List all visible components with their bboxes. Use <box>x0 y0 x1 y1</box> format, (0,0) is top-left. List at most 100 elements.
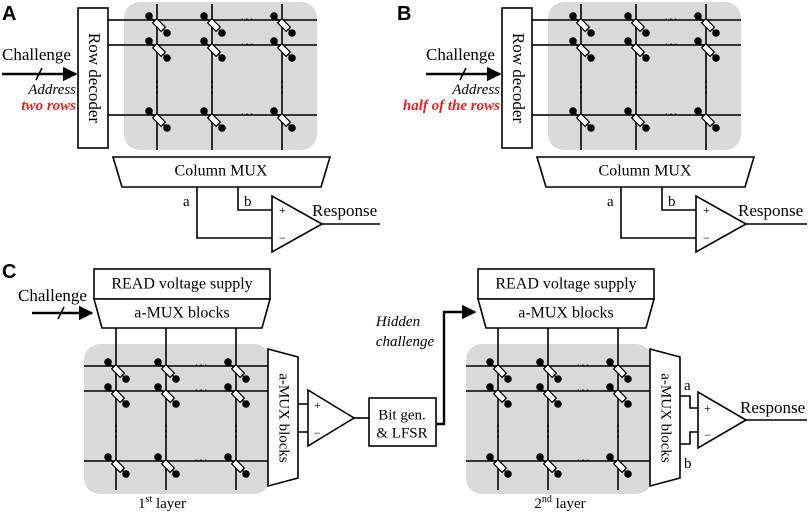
memristor-cell <box>200 37 226 62</box>
panel-c-amux-side-1-label: a-MUX blocks <box>276 373 292 463</box>
memristor-cell <box>270 12 296 37</box>
memristor-cell <box>694 12 720 37</box>
panel-c-response-label: Response <box>740 398 805 417</box>
panel-c-amux-side-1 <box>267 347 299 488</box>
panel-b-address-rows: half of the rows <box>403 98 500 114</box>
panel-a-comparator-minus: − <box>279 231 286 245</box>
panel-a-crossbar-array <box>124 2 317 150</box>
memristor-cell <box>270 107 296 132</box>
memristor-cell <box>536 358 562 383</box>
panel-a-column-mux-label: Column MUX <box>175 163 268 180</box>
panel-b-column-mux <box>535 156 756 188</box>
panel-b-input-b: b <box>668 194 676 210</box>
panel-b-input-a: a <box>607 194 614 210</box>
memristor-cell <box>224 453 250 478</box>
memristor-cell <box>154 453 180 478</box>
memristor-cell <box>569 12 595 37</box>
ellipsis-horizontal: ··· <box>194 359 208 374</box>
panel-c-comparator-1-plus: + <box>314 398 321 412</box>
panel-a-address-label: Address <box>27 82 76 98</box>
memristor-cell <box>624 12 650 37</box>
ellipsis-horizontal: ··· <box>194 384 208 399</box>
memristor-cell <box>154 383 180 408</box>
memristor-cell <box>606 383 632 408</box>
panel-b-row-decoder-label: Row decoder <box>509 33 528 124</box>
panel-b-label: B <box>397 3 411 25</box>
panel-a-comparator-plus: + <box>279 203 286 217</box>
panel-a-row-decoder-label: Row decoder <box>85 33 104 124</box>
panel-c-comparator-2-minus: − <box>704 428 711 442</box>
ellipsis-horizontal: ··· <box>664 108 678 123</box>
memristor-cell <box>145 12 171 37</box>
ellipsis-vertical: ⋮ <box>158 423 174 440</box>
panel-c-layer1-cells: ·········⋮⋮⋮ <box>84 328 268 490</box>
memristor-cell <box>145 37 171 62</box>
ellipsis-vertical: ⋮ <box>698 79 714 96</box>
panel-c-comparator-1 <box>307 388 356 448</box>
panel-b-column-mux-label: Column MUX <box>599 163 692 180</box>
memristor-cell <box>569 107 595 132</box>
panel-c: C ·········⋮⋮⋮ READ voltage supply a-MUX… <box>2 261 807 512</box>
panel-a-challenge-label: Challenge <box>2 45 71 64</box>
memristor-cell <box>104 383 130 408</box>
panel-c-layer2-label: 2nd layer <box>534 494 585 512</box>
panel-b-row-decoder <box>501 7 533 149</box>
memristor-cell <box>154 358 180 383</box>
panel-a-input-b: b <box>244 194 252 210</box>
memristor-cell <box>486 383 512 408</box>
ellipsis-vertical: ⋮ <box>610 423 626 440</box>
ellipsis-horizontal: ··· <box>576 454 590 469</box>
panel-b-crossbar-cells: ·········⋮⋮⋮ <box>548 4 741 150</box>
ellipsis-vertical: ⋮ <box>108 423 124 440</box>
memristor-cell <box>104 358 130 383</box>
panel-b-crossbar-array <box>548 2 741 150</box>
panel-c-hidden-line1: Hidden <box>375 314 420 330</box>
panel-b-comparator <box>695 194 748 254</box>
ellipsis-horizontal: ··· <box>240 38 254 53</box>
panel-c-input-a: a <box>684 378 691 394</box>
ellipsis-horizontal: ··· <box>576 359 590 374</box>
memristor-cell <box>624 107 650 132</box>
memristor-cell <box>200 12 226 37</box>
memristor-cell <box>270 37 296 62</box>
panel-c-hidden-line2: challenge <box>376 334 435 350</box>
panel-a-input-a: a <box>183 194 190 210</box>
panel-c-hidden-challenge-arrow <box>436 304 477 426</box>
panel-c-amux-top-2 <box>476 298 656 329</box>
panel-b: B ·········⋮⋮⋮ Row decoder Challenge Add… <box>397 2 807 254</box>
ellipsis-horizontal: ··· <box>240 13 254 28</box>
ellipsis-vertical: ⋮ <box>540 423 556 440</box>
ellipsis-horizontal: ··· <box>664 13 678 28</box>
memristor-cell <box>224 358 250 383</box>
panel-a-address-rows: two rows <box>21 98 76 114</box>
panel-c-input-b: b <box>684 456 692 472</box>
panel-c-read-supply-2-label: READ voltage supply <box>495 276 636 293</box>
panel-a: A ··· ··· ··· ⋮ ⋮ ⋮ Row decoder Challenge Add… <box>2 2 380 254</box>
panel-c-layer1-array <box>84 344 270 494</box>
panel-b-response-label: Response <box>738 201 803 220</box>
panel-c-read-supply-1 <box>93 268 271 300</box>
memristor-cell <box>624 37 650 62</box>
ellipsis-horizontal: ··· <box>664 38 678 53</box>
memristor-cell <box>486 453 512 478</box>
ellipsis-horizontal: ··· <box>240 108 254 123</box>
panel-a-crossbar-cells: ··· ··· ··· ⋮ ⋮ ⋮ <box>124 4 317 150</box>
memristor-cell <box>694 37 720 62</box>
ellipsis-vertical: ⋮ <box>228 423 244 440</box>
ellipsis-vertical: ⋮ <box>149 79 165 96</box>
panel-c-layer2-array <box>466 344 652 494</box>
panel-c-bitgen-lfsr <box>368 397 437 447</box>
memristor-cell <box>200 107 226 132</box>
panel-c-amux-side-2 <box>649 347 681 488</box>
memristor-cell <box>606 453 632 478</box>
memristor-cell <box>694 107 720 132</box>
memristor-cell <box>606 358 632 383</box>
panel-a-label: A <box>2 3 16 25</box>
ellipsis-vertical: ⋮ <box>204 79 220 96</box>
panel-c-amux-top-1-label: a-MUX blocks <box>134 305 230 322</box>
panel-c-layer1-label: 1st layer <box>138 494 186 512</box>
memristor-cell <box>569 37 595 62</box>
ellipsis-vertical: ⋮ <box>274 79 290 96</box>
memristor-cell <box>486 358 512 383</box>
panel-c-amux-side-2-label: a-MUX blocks <box>658 373 674 463</box>
